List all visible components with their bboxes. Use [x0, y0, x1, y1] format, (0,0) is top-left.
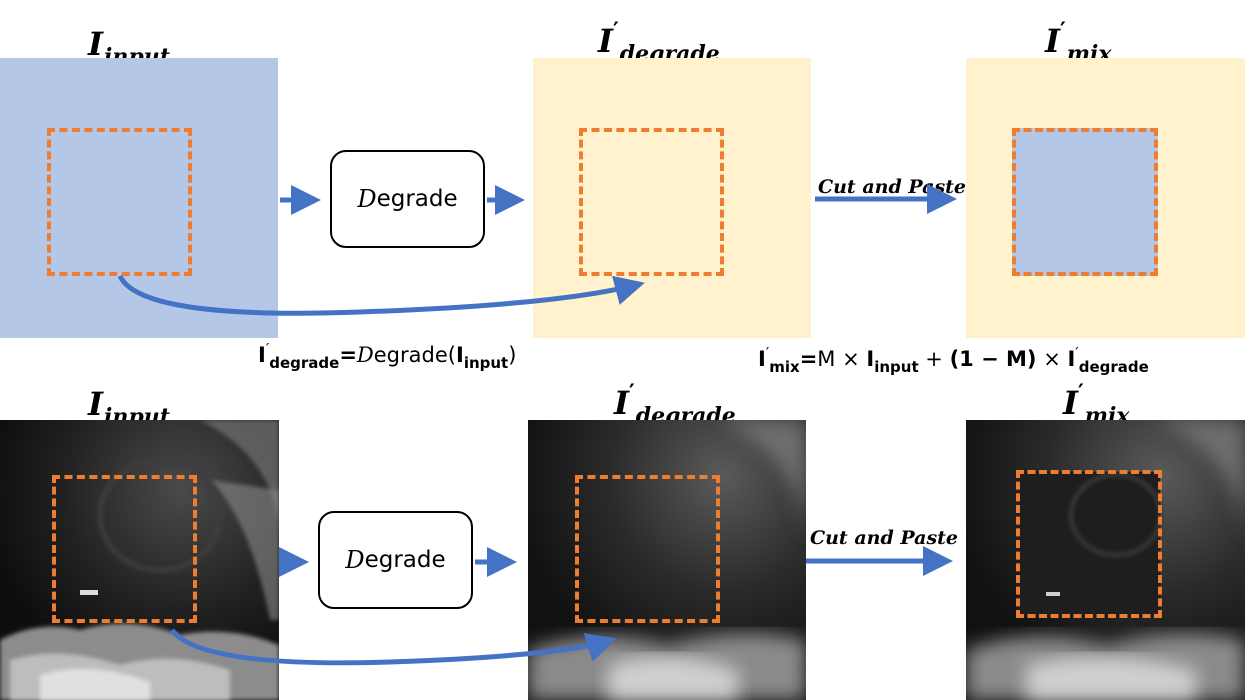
bottom-curved-arrow: [169, 628, 617, 666]
bottom-mix-pasted-region: [1016, 470, 1162, 618]
bottom-degrade-crop-region: [575, 475, 720, 623]
bottom-degrade-photo: [528, 420, 806, 700]
bottom-input-photo: [0, 420, 279, 700]
top-mix-panel: [966, 58, 1245, 338]
pasted-region: [1012, 128, 1158, 276]
degrade-crop-region: [579, 128, 724, 276]
mix-formula: I′mix=M × Iinput + (1 − M) × I′degrade: [758, 344, 1149, 376]
bottom-input-crop-region: [52, 475, 197, 623]
degrade-formula: I′degrade=Degrade(Iinput): [258, 340, 517, 372]
bottom-mix-photo: [966, 420, 1245, 700]
top-curved-arrow: [117, 274, 645, 316]
bottom-cut-paste-label: Cut and Paste: [810, 527, 959, 549]
top-degrade-panel: [533, 58, 811, 338]
input-crop-region: [47, 128, 192, 276]
